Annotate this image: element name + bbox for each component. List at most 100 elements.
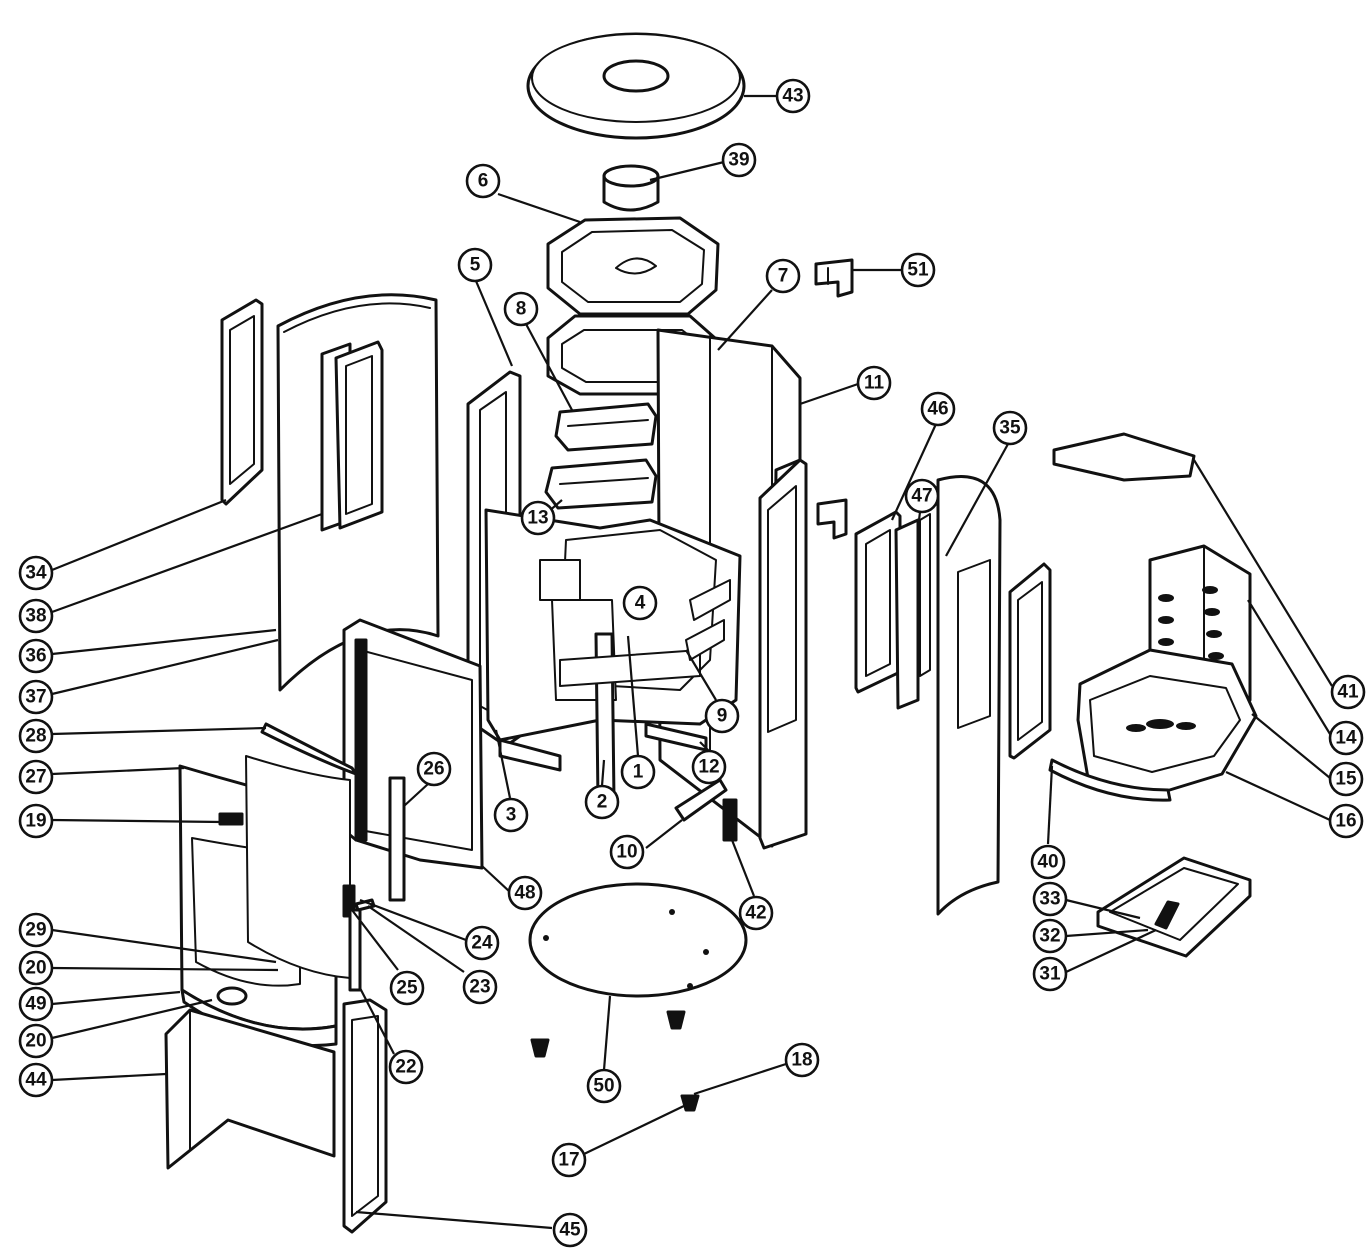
svg-text:51: 51 bbox=[907, 260, 929, 281]
callout-47: 47 bbox=[904, 478, 940, 514]
leader-48 bbox=[481, 865, 511, 893]
leader-24 bbox=[359, 898, 467, 942]
svg-text:46: 46 bbox=[927, 399, 948, 420]
part-door-glass bbox=[245, 755, 351, 979]
leader-3 bbox=[494, 729, 512, 799]
callouts: 43 39 6 51 5 8 7 11 46 35 47 13 34 38 4 … bbox=[18, 78, 1366, 1248]
callout-4: 4 bbox=[622, 585, 658, 621]
callout-10: 10 bbox=[609, 834, 645, 870]
leader-1 bbox=[626, 635, 640, 757]
callout-19: 19 bbox=[18, 803, 54, 839]
part-firepot bbox=[1076, 544, 1258, 798]
callout-34: 34 bbox=[18, 555, 54, 591]
callout-39: 39 bbox=[721, 142, 757, 178]
leader-45 bbox=[355, 1210, 553, 1230]
svg-text:12: 12 bbox=[698, 757, 719, 778]
part-lower-front-panel bbox=[164, 1008, 336, 1170]
leader-29 bbox=[51, 928, 277, 964]
svg-text:40: 40 bbox=[1037, 852, 1058, 873]
callout-13: 13 bbox=[520, 500, 556, 536]
leader-9 bbox=[685, 649, 717, 701]
callout-2: 2 bbox=[584, 784, 620, 820]
svg-text:10: 10 bbox=[616, 842, 637, 863]
leader-2 bbox=[600, 759, 606, 787]
svg-text:8: 8 bbox=[516, 299, 527, 320]
callout-15: 15 bbox=[1328, 761, 1364, 797]
svg-text:31: 31 bbox=[1039, 964, 1061, 985]
part-top-frame bbox=[546, 216, 720, 316]
leader-40 bbox=[1046, 765, 1054, 845]
part-right-shell bbox=[936, 475, 1002, 916]
svg-text:11: 11 bbox=[864, 373, 885, 394]
svg-text:2: 2 bbox=[597, 792, 608, 813]
callout-27: 27 bbox=[18, 759, 54, 795]
leader-22 bbox=[359, 987, 395, 1055]
part-base-plate bbox=[528, 882, 748, 998]
leader-23 bbox=[367, 905, 465, 973]
svg-text:23: 23 bbox=[469, 977, 490, 998]
part-baffle-13 bbox=[544, 458, 658, 510]
leader-16 bbox=[1225, 771, 1331, 821]
part-rod bbox=[722, 798, 738, 842]
svg-text:41: 41 bbox=[1337, 682, 1359, 703]
leader-38 bbox=[51, 512, 323, 614]
svg-text:1: 1 bbox=[633, 762, 644, 783]
callout-12: 12 bbox=[691, 749, 727, 785]
callout-22: 22 bbox=[388, 1049, 424, 1085]
svg-text:22: 22 bbox=[395, 1057, 416, 1078]
part-bracket-upper bbox=[814, 258, 854, 298]
leader-6 bbox=[497, 192, 581, 224]
part-door-rod bbox=[348, 908, 362, 992]
part-firebox bbox=[484, 508, 742, 802]
callout-37: 37 bbox=[18, 679, 54, 715]
svg-text:4: 4 bbox=[635, 593, 646, 614]
svg-text:38: 38 bbox=[25, 606, 46, 627]
leader-20b bbox=[51, 998, 213, 1040]
callout-20b: 20 bbox=[18, 1023, 54, 1059]
leader-46 bbox=[891, 423, 937, 521]
leader-8 bbox=[525, 323, 573, 411]
callout-23: 23 bbox=[462, 969, 498, 1005]
callout-5: 5 bbox=[457, 247, 493, 283]
leader-11 bbox=[799, 382, 859, 406]
svg-text:24: 24 bbox=[471, 933, 493, 954]
leader-18 bbox=[693, 1062, 787, 1096]
callout-18: 18 bbox=[784, 1042, 820, 1078]
callout-20: 20 bbox=[18, 950, 54, 986]
svg-text:36: 36 bbox=[25, 646, 46, 667]
callout-43: 43 bbox=[775, 78, 811, 114]
leader-36 bbox=[51, 628, 277, 656]
leader-49 bbox=[51, 990, 181, 1006]
svg-text:27: 27 bbox=[25, 767, 46, 788]
part-right-window-frame-46 bbox=[854, 510, 902, 694]
leader-27 bbox=[51, 766, 185, 776]
leader-50 bbox=[602, 995, 612, 1071]
leader-25 bbox=[351, 909, 399, 971]
part-right-outer-window-frame bbox=[1008, 562, 1052, 760]
svg-text:18: 18 bbox=[791, 1050, 812, 1071]
part-door-frame bbox=[342, 618, 484, 870]
callout-11: 11 bbox=[856, 365, 892, 401]
callout-44: 44 bbox=[18, 1062, 54, 1098]
part-baffle-8 bbox=[554, 402, 658, 452]
callout-14: 14 bbox=[1328, 720, 1364, 756]
leader-19 bbox=[51, 818, 223, 824]
svg-text:45: 45 bbox=[559, 1220, 581, 1241]
callout-24: 24 bbox=[464, 925, 500, 961]
svg-text:26: 26 bbox=[423, 759, 444, 780]
callout-48: 48 bbox=[507, 875, 543, 911]
callout-17: 17 bbox=[551, 1142, 587, 1178]
callout-9: 9 bbox=[704, 698, 740, 734]
part-top-plate bbox=[526, 32, 746, 140]
svg-text:14: 14 bbox=[1335, 728, 1357, 749]
svg-text:16: 16 bbox=[1335, 811, 1356, 832]
callout-31: 31 bbox=[1032, 956, 1068, 992]
callout-41: 41 bbox=[1330, 674, 1366, 710]
callout-49: 49 bbox=[18, 986, 54, 1022]
callout-1: 1 bbox=[620, 754, 656, 790]
parts-drawing bbox=[164, 32, 1258, 1234]
callout-50: 50 bbox=[586, 1068, 622, 1104]
svg-text:20: 20 bbox=[25, 958, 46, 979]
callout-32: 32 bbox=[1032, 918, 1068, 954]
part-feet bbox=[530, 1010, 700, 1112]
